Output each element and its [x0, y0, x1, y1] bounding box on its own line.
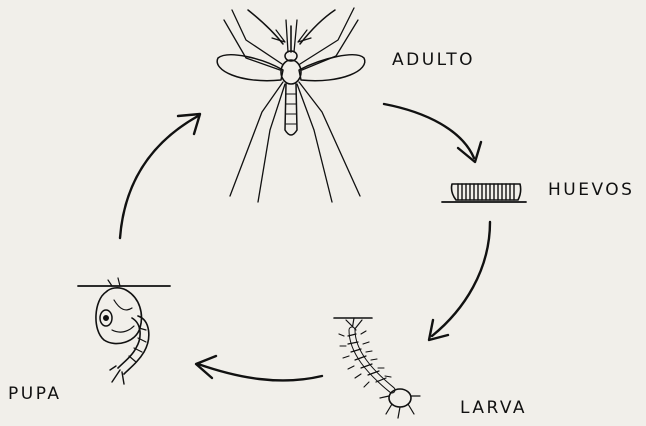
adult-mosquito-drawing [217, 8, 365, 202]
pupa-drawing [78, 278, 170, 384]
egg-raft-drawing [442, 184, 526, 202]
arrow-larva-to-pupa [196, 356, 322, 380]
label-larva: LARVA [460, 398, 527, 418]
larva-drawing [334, 318, 420, 418]
arrow-adult-to-eggs [384, 104, 481, 162]
arrow-eggs-to-larva [429, 222, 490, 340]
label-adulto: ADULTO [392, 50, 475, 70]
label-pupa: PUPA [8, 384, 62, 404]
label-huevos: HUEVOS [548, 180, 634, 200]
arrow-pupa-to-adult [120, 114, 200, 238]
